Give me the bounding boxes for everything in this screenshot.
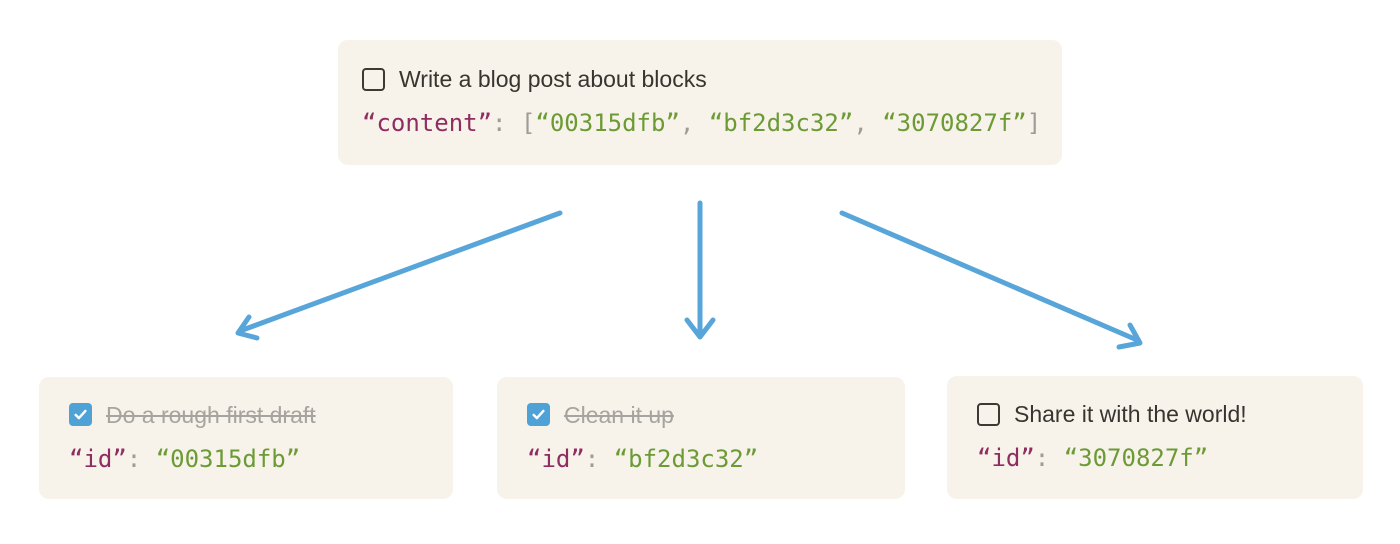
- code-colon: :: [492, 109, 521, 137]
- code-colon: :: [1034, 444, 1064, 472]
- code-key: “id”: [69, 444, 127, 473]
- code-comma: ,: [679, 109, 709, 137]
- parent-todo-label: Write a blog post about blocks: [399, 66, 707, 92]
- code-key: “id”: [977, 444, 1035, 472]
- code-value-1: “00315dfb”: [535, 109, 680, 137]
- checkbox-unchecked-icon[interactable]: [977, 402, 1000, 426]
- checkbox-checked-icon[interactable]: [69, 403, 92, 426]
- arrow-to-child-2: [684, 200, 716, 340]
- code-colon: :: [126, 444, 156, 473]
- parent-code-line: “content”: [“00315dfb”, “bf2d3c32”, “307…: [362, 108, 1062, 138]
- arrow-to-child-3: [839, 210, 1143, 350]
- code-value-3: “3070827f”: [882, 109, 1027, 137]
- child-3-todo-label: Share it with the world!: [1014, 401, 1247, 427]
- child-block-card-2: Clean it up “id”: “bf2d3c32”: [497, 377, 905, 499]
- code-key: “content”: [362, 109, 493, 137]
- arrow-to-child-1: [235, 210, 563, 341]
- child-2-code-line: “id”: “bf2d3c32”: [527, 444, 905, 474]
- code-value: “3070827f”: [1063, 444, 1209, 472]
- child-3-todo-row: Share it with the world!: [977, 402, 1363, 426]
- checkbox-checked-icon[interactable]: [527, 403, 550, 426]
- code-key: “id”: [527, 444, 585, 473]
- child-2-todo-label: Clean it up: [564, 401, 674, 428]
- child-2-todo-row: Clean it up: [527, 403, 905, 427]
- parent-todo-row: Write a blog post about blocks: [362, 67, 1062, 91]
- child-block-card-3: Share it with the world! “id”: “3070827f…: [947, 376, 1363, 499]
- child-1-todo-label: Do a rough first draft: [106, 401, 316, 428]
- code-colon: :: [584, 444, 614, 473]
- code-value: “bf2d3c32”: [613, 444, 759, 473]
- parent-block-card: Write a blog post about blocks “content”…: [338, 40, 1062, 165]
- child-1-code-line: “id”: “00315dfb”: [69, 444, 453, 474]
- code-bracket-open: [: [520, 109, 536, 137]
- code-value: “00315dfb”: [155, 444, 301, 473]
- code-comma: ,: [853, 109, 883, 137]
- child-1-todo-row: Do a rough first draft: [69, 403, 453, 427]
- child-3-code-line: “id”: “3070827f”: [977, 443, 1363, 473]
- code-bracket-close: ]: [1026, 109, 1042, 137]
- checkbox-unchecked-icon[interactable]: [362, 67, 385, 91]
- child-block-card-1: Do a rough first draft “id”: “00315dfb”: [39, 377, 453, 499]
- code-value-2: “bf2d3c32”: [708, 109, 854, 137]
